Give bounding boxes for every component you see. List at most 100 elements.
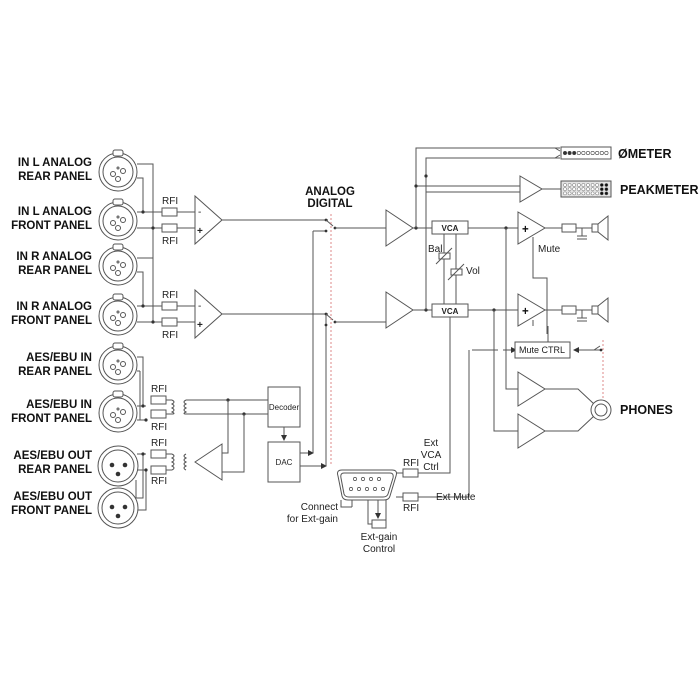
led <box>586 187 590 192</box>
label-aes-out-front-1: AES/EBU OUT <box>13 491 92 503</box>
xlr-female-connectors <box>98 149 138 433</box>
led <box>581 187 586 192</box>
xlr-in-l-front-icon <box>98 198 138 241</box>
label-in-r-front-1: IN R ANALOG <box>16 301 92 313</box>
phones-label: PHONES <box>620 403 673 417</box>
label-in-l-rear-2: REAR PANEL <box>18 171 92 183</box>
opamp-plus: + <box>522 224 529 236</box>
db9-pin <box>377 477 381 481</box>
rfi-label: RFI <box>151 422 167 433</box>
xlr-in-l-rear-icon <box>98 149 138 192</box>
peakmeter <box>519 175 612 203</box>
led <box>576 187 581 192</box>
label-in-r-rear-1: IN R ANALOG <box>16 251 92 263</box>
rfi-label: RFI <box>403 458 419 469</box>
vca-left-label: VCA <box>442 224 459 233</box>
diff-amp-right <box>194 288 223 340</box>
rfi-label: RFI <box>162 330 178 341</box>
diff-amp-left <box>194 194 223 246</box>
power-amp-right <box>517 293 546 327</box>
label-in-l-front-1: IN L ANALOG <box>18 206 92 218</box>
peakmeter-label: PEAKMETER <box>620 183 698 197</box>
led <box>562 151 567 156</box>
label-aes-in-rear-2: REAR PANEL <box>18 366 92 378</box>
phones-amp-left <box>517 371 546 407</box>
label-in-r-rear-2: REAR PANEL <box>18 265 92 277</box>
rfi-label: RFI <box>151 438 167 449</box>
led <box>563 191 567 196</box>
xlr-aes-in-rear-icon <box>98 342 138 385</box>
xlr-aes-in-front-icon <box>98 390 138 433</box>
led <box>581 151 586 156</box>
db9-pin <box>373 487 377 491</box>
ext-control-section <box>337 317 470 529</box>
speaker-icon <box>597 214 609 242</box>
led <box>599 191 604 196</box>
led <box>567 183 572 187</box>
led <box>576 191 581 196</box>
label-in-l-rear-1: IN L ANALOG <box>18 157 92 169</box>
speaker-icon <box>591 223 599 233</box>
buffer-amp-left <box>385 209 414 247</box>
ext-mute-label: Ext Mute <box>436 492 476 503</box>
bal-label: Bal <box>428 244 442 255</box>
db9-pin <box>369 477 373 481</box>
label-aes-in-front-1: AES/EBU IN <box>26 399 92 411</box>
db9-pin <box>353 477 357 481</box>
ext-gain-control-label: Control <box>363 544 395 555</box>
transformer-coil <box>183 399 188 415</box>
input-labels: IN L ANALOG REAR PANEL IN L ANALOG FRONT… <box>11 157 92 517</box>
led <box>599 183 604 187</box>
xlr-male-connectors <box>97 445 139 529</box>
buffer-amp-right <box>385 291 414 329</box>
db9-pin <box>349 487 353 491</box>
db9-connector-icon <box>337 469 397 501</box>
wiring-aes-in <box>137 356 327 483</box>
db9-pin <box>365 487 369 491</box>
led <box>586 183 590 187</box>
phase-meter <box>554 146 612 160</box>
led <box>590 187 595 192</box>
opamp-plus: + <box>197 320 203 331</box>
opamp-minus: - <box>198 207 201 218</box>
dac-label: DAC <box>276 458 293 467</box>
led <box>567 187 572 192</box>
opamp-minus: - <box>198 301 201 312</box>
rfi-label: RFI <box>151 476 167 487</box>
phase-meter-label: ØMETER <box>618 147 671 161</box>
led <box>572 151 577 156</box>
connect-label: for Ext-gain <box>287 514 338 525</box>
signal-path-main <box>385 147 609 334</box>
ext-gain-control-label: Ext-gain <box>361 532 398 543</box>
connect-label: Connect <box>301 502 338 513</box>
xlr-aes-out-front-icon <box>97 487 139 529</box>
label-aes-in-front-2: FRONT PANEL <box>11 413 92 425</box>
led <box>599 187 604 192</box>
led <box>595 191 600 196</box>
led <box>595 183 600 187</box>
label-aes-out-rear-2: REAR PANEL <box>18 464 92 476</box>
led <box>563 183 567 187</box>
led <box>572 183 577 187</box>
db9-pin <box>361 477 365 481</box>
analog-digital-switch[interactable] <box>312 214 386 466</box>
label-in-r-front-2: FRONT PANEL <box>11 315 92 327</box>
dac-block <box>267 441 301 483</box>
mute-ctrl-block <box>514 341 571 359</box>
led <box>604 191 609 196</box>
wiring-right-analog <box>137 257 328 340</box>
db9-pin <box>381 487 385 491</box>
phones-amp-right <box>517 413 546 449</box>
rfi-label: RFI <box>162 236 178 247</box>
led <box>585 151 590 156</box>
rfi-label: RFI <box>162 196 178 207</box>
led <box>576 183 581 187</box>
led <box>581 191 586 196</box>
switch-label-digital: DIGITAL <box>307 198 352 210</box>
led <box>595 151 600 156</box>
aes-out-driver-amp <box>194 443 223 481</box>
db9-pin <box>357 487 361 491</box>
mute-ctrl-section <box>472 228 612 449</box>
power-amp-left <box>517 211 546 245</box>
